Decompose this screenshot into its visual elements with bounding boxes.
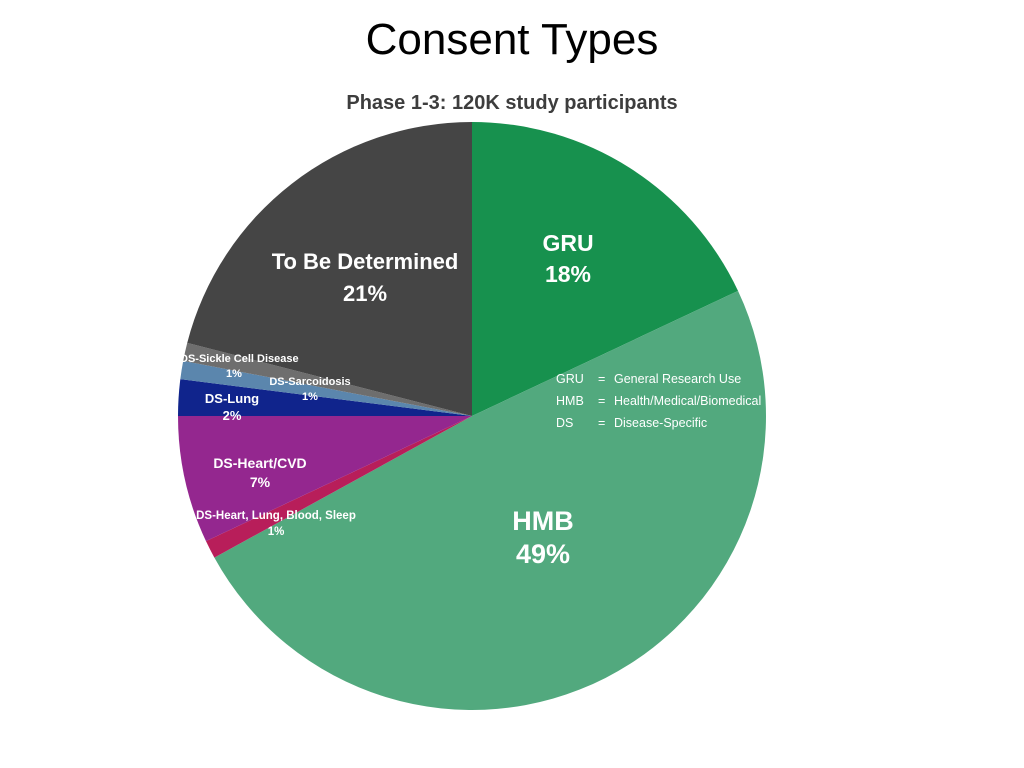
pie-slice [214,290,766,710]
pie-slice [183,342,472,416]
pie-chart [178,122,766,710]
page-title: Consent Types [365,15,659,64]
pie-slice [472,122,739,416]
abbreviation-key-row: DS = Disease-Specific [556,412,761,434]
pie-slice [178,379,472,416]
abbreviation-key-abbr: DS [556,416,574,430]
pie-slice [205,416,473,558]
abbreviation-key: GRU = General Research Use HMB = Health/… [556,368,761,434]
pie-slice [180,360,472,416]
abbreviation-key-definition: Disease-Specific [614,416,708,430]
pie-slice [187,122,473,416]
abbreviation-key-equals: = [598,394,606,408]
abbreviation-key-abbr: HMB [556,394,584,408]
pie-slice [178,416,472,542]
abbreviation-key-row: GRU = General Research Use [556,368,761,390]
pie-chart-svg [178,122,766,710]
abbreviation-key-abbr: GRU [556,372,584,386]
abbreviation-key-definition: Health/Medical/Biomedical [614,394,762,408]
abbreviation-key-row: HMB = Health/Medical/Biomedical [556,390,761,412]
abbreviation-key-equals: = [598,372,606,386]
abbreviation-key-equals: = [598,416,606,430]
chart-subtitle: Phase 1-3: 120K study participants [346,92,678,114]
abbreviation-key-definition: General Research Use [614,372,742,386]
